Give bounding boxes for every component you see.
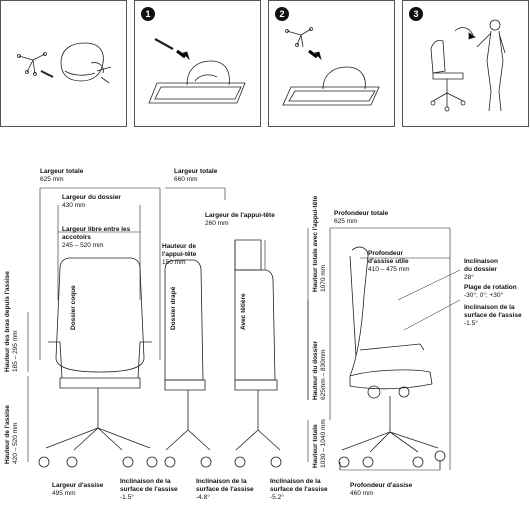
chair-side-view	[338, 246, 461, 470]
assembly-panel-1: 1	[134, 0, 261, 127]
chair-label-drape: Dossier drapé	[170, 286, 177, 330]
assembly-panel-2: 2	[268, 0, 395, 127]
step-number: 1	[141, 7, 155, 21]
chair-label-tetiere: Avec têtière	[240, 293, 247, 330]
step-number: 2	[275, 7, 289, 21]
step2-illustration	[282, 27, 380, 106]
assembly-panel-0	[0, 0, 127, 127]
chair-label-coque: Dossier coque	[70, 285, 77, 330]
chair-front-coque	[38, 257, 158, 468]
chair-front-tetiere	[234, 239, 282, 468]
step1-illustration	[148, 38, 246, 104]
label-plage-rotation: Plage de rotation-30°; 0°; +30°	[464, 284, 517, 299]
chair-front-drape	[164, 259, 212, 468]
step-number: 3	[409, 7, 423, 21]
parts-illustration	[17, 42, 112, 84]
step3-illustration	[430, 19, 506, 112]
assembly-panel-3: 3	[402, 0, 529, 127]
